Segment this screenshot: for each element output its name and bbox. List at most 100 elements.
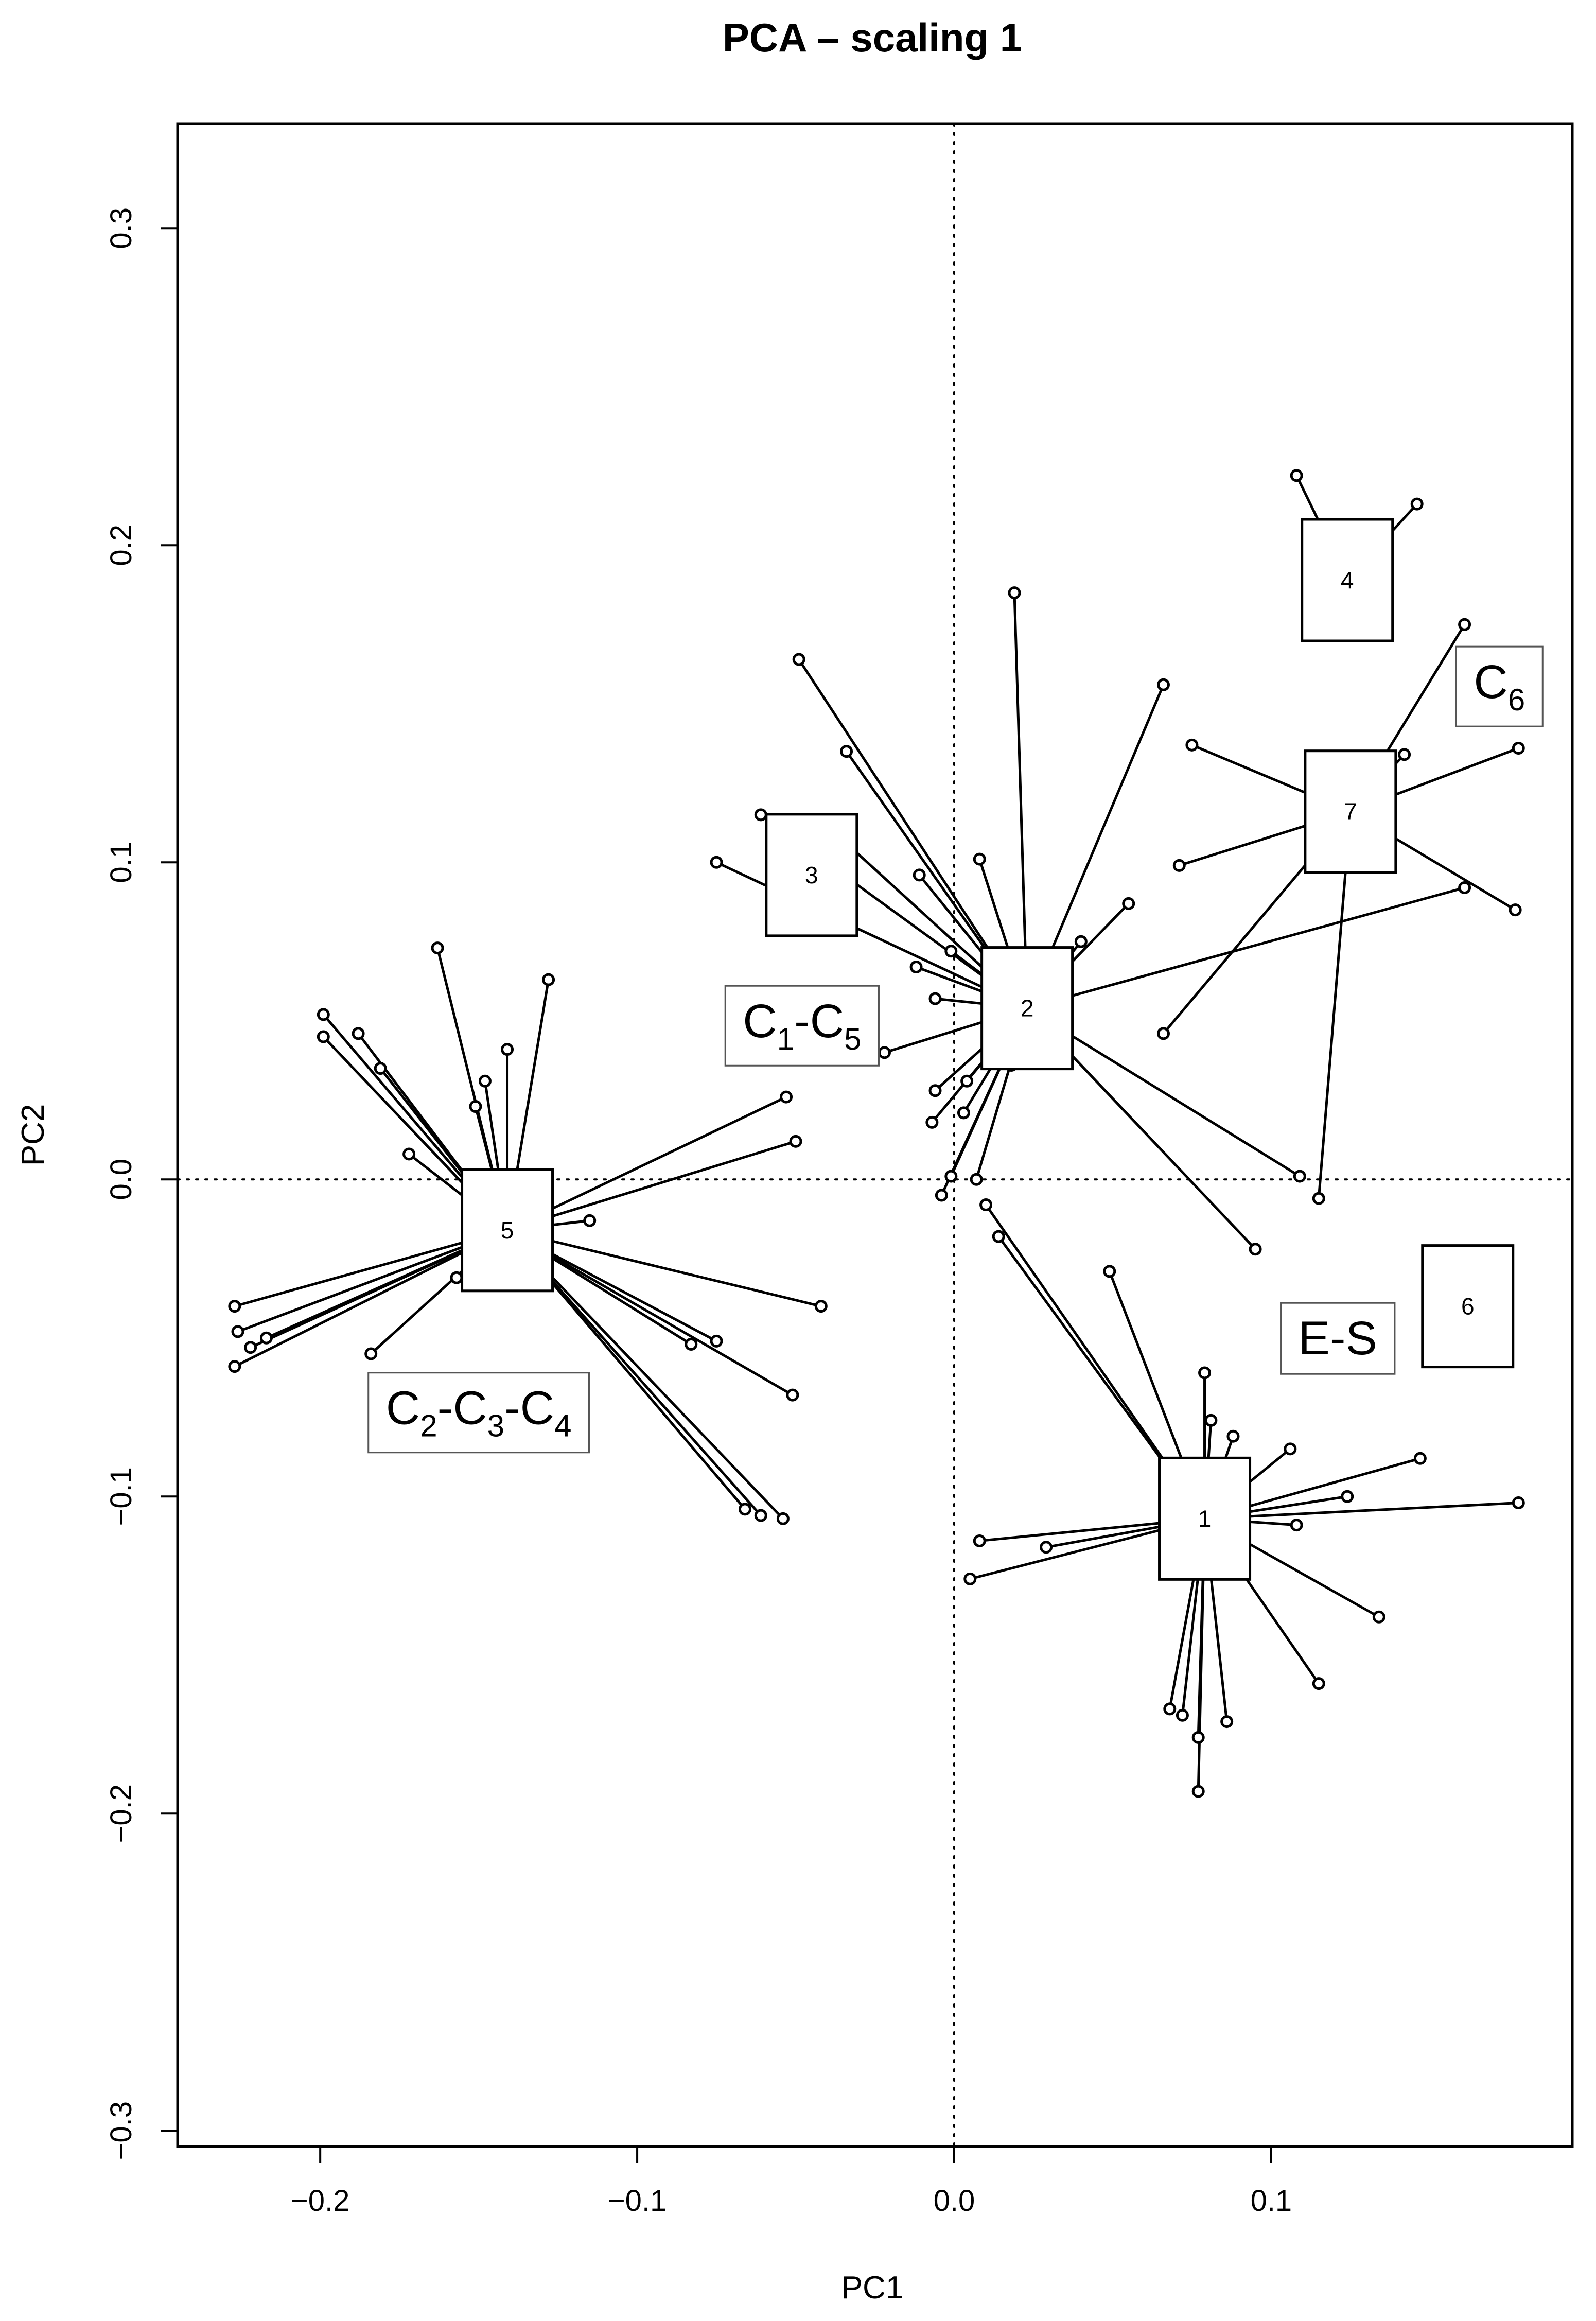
- sample-point-group-2: [878, 1046, 891, 1059]
- sample-point-group-2: [792, 653, 805, 666]
- sample-point-group-5: [374, 1062, 387, 1075]
- sample-point-group-7: [1512, 741, 1525, 755]
- sample-point-group-1: [1176, 1708, 1189, 1722]
- cluster-label-box-2: [724, 985, 880, 1067]
- sample-point-group-5: [228, 1300, 241, 1313]
- sample-point-group-2: [928, 1084, 942, 1097]
- sample-point-group-5: [469, 1100, 482, 1113]
- sample-point-group-5: [814, 1300, 828, 1313]
- centroid-box-5: [461, 1168, 554, 1293]
- reference-lines: [177, 123, 1573, 2148]
- x-axis-label: PC1: [841, 2270, 904, 2306]
- sample-point-group-7: [1172, 859, 1186, 872]
- sample-point-group-2: [957, 1106, 970, 1120]
- sample-point-group-1: [963, 1572, 977, 1585]
- chart-title: PCA – scaling 1: [723, 15, 1022, 60]
- spoke-line-group-2: [1013, 592, 1029, 1008]
- sample-point-group-5: [583, 1214, 597, 1227]
- plot-frame: [176, 122, 1574, 2148]
- centroid-label-4: 4: [1341, 567, 1354, 594]
- sample-point-group-1: [1372, 1610, 1385, 1624]
- spoke-line-group-7: [1317, 811, 1352, 1199]
- centroid-label-5: 5: [501, 1217, 514, 1244]
- sample-point-group-5: [501, 1043, 514, 1056]
- y-tick-label: 0.0: [104, 1159, 138, 1200]
- sample-point-group-2: [1008, 586, 1021, 600]
- sample-point-group-2: [1156, 678, 1170, 691]
- sample-point-group-7: [1185, 738, 1199, 752]
- sample-point-group-2: [1293, 1170, 1306, 1183]
- cluster-label-text-3: C2-C3-C4: [386, 1382, 572, 1443]
- sample-point-group-2: [944, 1170, 958, 1183]
- sample-point-group-2: [1122, 897, 1135, 910]
- sample-point-group-5: [685, 1338, 698, 1351]
- centroid-box-7: [1304, 749, 1397, 874]
- sample-point-group-2: [1458, 881, 1471, 895]
- sample-point-group-2: [710, 856, 723, 869]
- x-tick-label: −0.1: [608, 2184, 667, 2218]
- centroid-label-3: 3: [805, 862, 818, 888]
- sample-point-group-5: [228, 1360, 241, 1373]
- y-tick-label: 0.3: [104, 207, 138, 249]
- sample-point-group-2: [960, 1074, 974, 1088]
- sample-point-group-1: [1220, 1715, 1234, 1729]
- sample-point-group-1: [1312, 1677, 1325, 1690]
- sample-point-group-4: [1410, 497, 1424, 511]
- sample-point-group-5: [738, 1503, 751, 1516]
- sample-point-group-7: [1156, 1027, 1170, 1040]
- y-tick-label: −0.2: [104, 1784, 138, 1843]
- sample-point-group-2: [928, 992, 942, 1005]
- cluster-label-text-2: C1-C5: [743, 995, 861, 1056]
- spoke-line-group-2: [1026, 886, 1465, 1010]
- sample-point-group-5: [352, 1027, 365, 1040]
- sample-point-group-1: [979, 1198, 993, 1212]
- x-tick-label: 0.0: [934, 2184, 975, 2218]
- sample-point-group-1: [1290, 1519, 1303, 1532]
- sample-point-group-1: [1040, 1541, 1053, 1554]
- cluster-label-box-3: [367, 1372, 590, 1454]
- sample-point-group-1: [1191, 1731, 1205, 1744]
- centroid-label-2: 2: [1021, 995, 1034, 1022]
- sample-point-group-1: [1226, 1429, 1240, 1443]
- cluster-label-box-1: [1455, 645, 1544, 727]
- sample-point-group-5: [542, 973, 555, 986]
- centroid-label-7: 7: [1344, 798, 1357, 825]
- y-tick-label: −0.3: [104, 2101, 138, 2160]
- group-centroids: 1 2 3 4 5 6 7: [461, 518, 1515, 1581]
- sample-point-group-5: [776, 1512, 790, 1525]
- cluster-label-text-1: C6: [1474, 656, 1525, 717]
- sample-point-group-7: [1312, 1192, 1325, 1205]
- sample-point-group-5: [231, 1325, 244, 1338]
- spoke-line-group-5: [506, 1140, 796, 1232]
- cluster-label-box-4: [1280, 1302, 1396, 1375]
- y-axis: −0.3−0.2−0.10.00.10.20.3: [104, 207, 179, 2160]
- sample-point-group-1: [1341, 1490, 1354, 1503]
- spoke-line-group-5: [506, 1229, 821, 1308]
- sample-point-group-5: [244, 1341, 257, 1354]
- sample-point-group-2: [925, 1115, 939, 1129]
- centroid-box-3: [765, 813, 858, 937]
- sample-point-group-1: [1413, 1452, 1427, 1465]
- sample-point-group-4: [1290, 469, 1303, 482]
- centroid-label-1: 1: [1198, 1505, 1212, 1532]
- x-tick-label: −0.2: [291, 2184, 350, 2218]
- sample-point-group-7: [1458, 618, 1471, 631]
- sample-point-group-1: [1191, 1785, 1205, 1798]
- sample-point-group-5: [710, 1334, 723, 1348]
- sample-point-group-5: [754, 1509, 767, 1522]
- sample-point-group-2: [935, 1189, 948, 1202]
- spoke-line-group-1: [1204, 1502, 1519, 1520]
- sample-point-group-1: [1198, 1366, 1212, 1380]
- sample-point-group-5: [478, 1074, 492, 1088]
- centroid-box-4: [1301, 518, 1394, 642]
- centroid-box-1: [1158, 1456, 1252, 1581]
- sample-point-group-5: [402, 1147, 416, 1161]
- sample-point-group-2: [1249, 1243, 1262, 1256]
- centroid-box-2: [980, 946, 1074, 1071]
- sample-point-group-1: [1204, 1413, 1218, 1427]
- centroid-label-6: 6: [1461, 1293, 1475, 1320]
- sample-point-group-2: [913, 868, 926, 882]
